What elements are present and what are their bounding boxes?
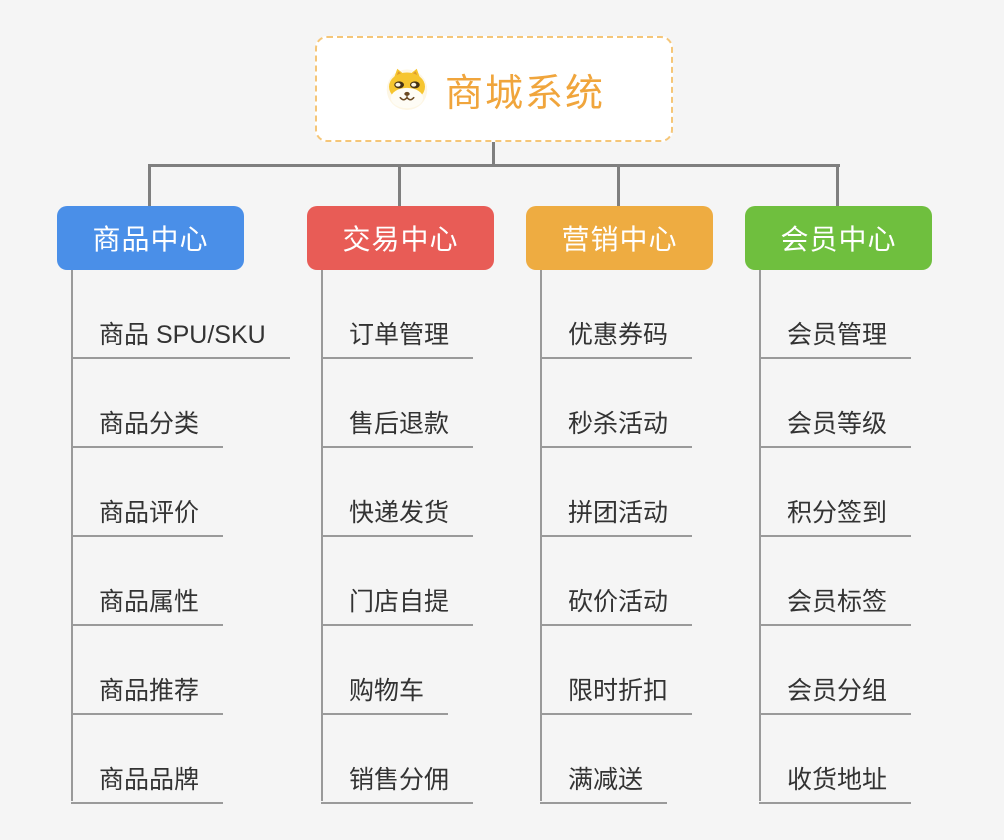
- leaf-node[interactable]: 快递发货: [321, 493, 474, 537]
- leaf-column-product: 商品 SPU/SKU 商品分类 商品评价 商品属性 商品推荐 商品品牌: [71, 270, 290, 804]
- trunk-line: [71, 270, 73, 801]
- leaf-node[interactable]: 门店自提: [321, 582, 474, 626]
- leaf-node[interactable]: 商品分类: [71, 404, 224, 448]
- connector-drop-branch-1: [148, 164, 151, 209]
- shiba-dog-icon: [386, 68, 428, 110]
- leaf-column-member: 会员管理 会员等级 积分签到 会员标签 会员分组 收货地址: [759, 270, 912, 804]
- leaf-node[interactable]: 商品推荐: [71, 671, 224, 715]
- leaf-node[interactable]: 订单管理: [321, 315, 474, 359]
- leaf-column-trade: 订单管理 售后退款 快递发货 门店自提 购物车 销售分佣: [321, 270, 474, 804]
- leaf-node[interactable]: 商品品牌: [71, 760, 224, 804]
- leaf-node[interactable]: 销售分佣: [321, 760, 474, 804]
- leaf-node[interactable]: 会员分组: [759, 671, 912, 715]
- branch-node-product-center[interactable]: 商品中心: [57, 206, 244, 270]
- root-title: 商城系统: [444, 72, 605, 115]
- connector-horizontal: [149, 164, 840, 167]
- leaf-node[interactable]: 购物车: [321, 671, 449, 715]
- leaf-node[interactable]: 秒杀活动: [540, 404, 693, 448]
- branch-node-trade-center[interactable]: 交易中心: [307, 206, 494, 270]
- branch-node-marketing-center[interactable]: 营销中心: [526, 206, 713, 270]
- branch-node-member-center[interactable]: 会员中心: [745, 206, 932, 270]
- leaf-node[interactable]: 售后退款: [321, 404, 474, 448]
- trunk-line: [540, 270, 542, 801]
- leaf-node[interactable]: 拼团活动: [540, 493, 693, 537]
- connector-drop-branch-4: [836, 164, 839, 209]
- leaf-node[interactable]: 满减送: [540, 760, 668, 804]
- leaf-node[interactable]: 商品属性: [71, 582, 224, 626]
- leaf-node[interactable]: 会员管理: [759, 315, 912, 359]
- connector-drop-branch-2: [398, 164, 401, 209]
- leaf-node[interactable]: 优惠券码: [540, 315, 693, 359]
- trunk-line: [759, 270, 761, 801]
- trunk-line: [321, 270, 323, 801]
- leaf-node[interactable]: 商品 SPU/SKU: [71, 315, 290, 359]
- leaf-node[interactable]: 商品评价: [71, 493, 224, 537]
- leaf-node[interactable]: 会员标签: [759, 582, 912, 626]
- leaf-node[interactable]: 会员等级: [759, 404, 912, 448]
- connector-root-stub: [492, 142, 495, 167]
- connector-drop-branch-3: [617, 164, 620, 209]
- leaf-node[interactable]: 收货地址: [759, 760, 912, 804]
- leaf-node[interactable]: 限时折扣: [540, 671, 693, 715]
- leaf-node[interactable]: 积分签到: [759, 493, 912, 537]
- leaf-node[interactable]: 砍价活动: [540, 582, 693, 626]
- root-node-mall-system[interactable]: 商城系统: [315, 36, 673, 142]
- leaf-column-marketing: 优惠券码 秒杀活动 拼团活动 砍价活动 限时折扣 满减送: [540, 270, 693, 804]
